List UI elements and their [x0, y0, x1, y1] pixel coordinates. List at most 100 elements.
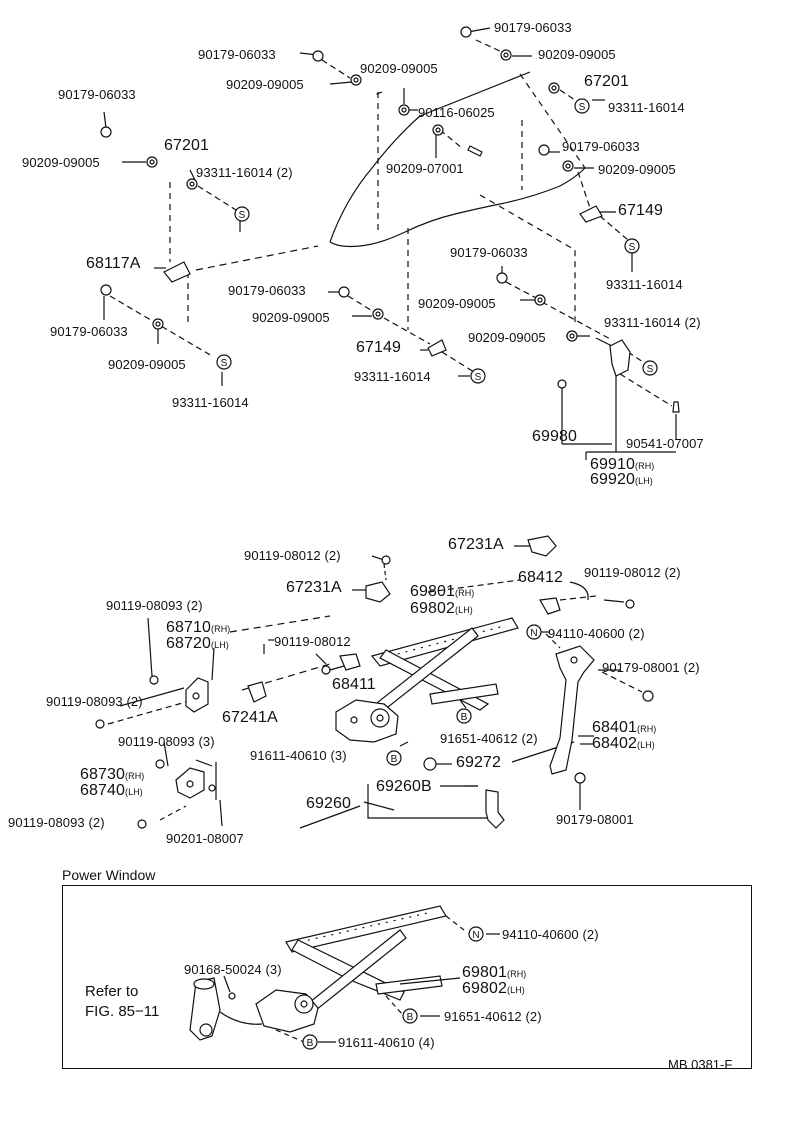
- label-90119-08012: 90119-08012: [274, 634, 351, 649]
- label-68740-lh: 68740(LH): [80, 782, 143, 799]
- label-90209-09005-h: 90209-09005: [468, 330, 546, 345]
- glass-channel-dashes: [169, 91, 576, 330]
- middle-marker-letters: N B B: [391, 628, 538, 765]
- label-90209-07001: 90209-07001: [386, 161, 464, 176]
- svg-text:S: S: [239, 210, 246, 221]
- manual-regulator: [95, 535, 654, 829]
- label-90119-08093-3: 90119-08093 (3): [118, 734, 215, 749]
- label-90119-08093-2-a: 90119-08093 (2): [106, 598, 203, 613]
- svg-text:S: S: [647, 364, 654, 375]
- label-90209-09005-e: 90209-09005: [598, 162, 676, 177]
- label-94110-40600-2-b: 94110-40600 (2): [502, 927, 599, 942]
- power-regulator: [189, 905, 447, 1041]
- label-93311-16014-2-a: 93311-16014 (2): [196, 165, 293, 180]
- label-90179-08001: 90179-08001: [556, 812, 634, 827]
- door-glass: [329, 71, 586, 248]
- label-94110-40600-2-a: 94110-40600 (2): [548, 626, 645, 641]
- label-93311-16014-c: 93311-16014: [354, 369, 431, 384]
- label-90209-09005-d: 90209-09005: [22, 155, 100, 170]
- label-68411: 68411: [332, 676, 376, 693]
- refer-line-2: FIG. 85−11: [85, 1003, 160, 1020]
- label-67149-a: 67149: [618, 202, 663, 219]
- label-93311-16014-b: 93311-16014: [606, 277, 683, 292]
- label-91651-40612-2-b: 91651-40612 (2): [444, 1009, 542, 1024]
- label-67241A: 67241A: [222, 709, 278, 726]
- leader-lines-bottom: [223, 915, 500, 1043]
- label-90179-06033-g: 90179-06033: [50, 324, 128, 339]
- svg-text:B: B: [307, 1038, 314, 1049]
- label-90168-50024-3: 90168-50024 (3): [184, 962, 282, 977]
- label-68412: 68412: [518, 569, 563, 586]
- label-91611-40610-4: 91611-40610 (4): [338, 1035, 435, 1050]
- label-67201-a: 67201: [584, 73, 629, 90]
- label-69801-rh: 69801(RH): [410, 583, 475, 600]
- label-90119-08012-2-a: 90119-08012 (2): [244, 548, 341, 563]
- label-90179-06033-e: 90179-06033: [450, 245, 528, 260]
- svg-text:B: B: [461, 712, 468, 723]
- label-90209-09005-b: 90209-09005: [360, 61, 438, 76]
- label-67149-b: 67149: [356, 339, 401, 356]
- label-90179-08001-2: 90179-08001 (2): [602, 660, 700, 675]
- bottom-circled-markers: [302, 926, 484, 1050]
- label-90209-09005-a: 90209-09005: [538, 47, 616, 62]
- label-67231A-b: 67231A: [286, 579, 342, 596]
- label-68117A: 68117A: [86, 255, 141, 272]
- label-69272: 69272: [456, 754, 501, 771]
- svg-text:N: N: [472, 930, 479, 941]
- label-69802-lh: 69802(LH): [410, 600, 473, 617]
- label-91611-40610-3: 91611-40610 (3): [250, 748, 347, 763]
- label-90179-06033-c: 90179-06033: [58, 87, 136, 102]
- svg-text:B: B: [407, 1012, 414, 1023]
- label-67201-b: 67201: [164, 137, 209, 154]
- label-90209-09005-f: 90209-09005: [418, 296, 496, 311]
- label-90179-06033-d: 90179-06033: [562, 139, 640, 154]
- power-window-title: Power Window: [62, 867, 156, 883]
- label-69260B: 69260B: [376, 778, 432, 795]
- refer-to-figure-note: Refer to FIG. 85−11: [85, 982, 159, 1022]
- leader-lines-middle: [107, 545, 643, 829]
- label-69920: 69920(LH): [590, 471, 653, 488]
- label-90541-07007: 90541-07007: [626, 436, 704, 451]
- label-67231A-a: 67231A: [448, 536, 504, 553]
- top-fasteners: [100, 26, 680, 413]
- label-68720-lh: 68720(LH): [166, 635, 229, 652]
- label-93311-16014-2-b: 93311-16014 (2): [604, 315, 701, 330]
- label-90209-09005-i: 90209-09005: [108, 357, 186, 372]
- label-68730-rh: 68730(RH): [80, 766, 145, 783]
- s-symbol-letters: S S S S S S: [221, 102, 654, 383]
- svg-text:S: S: [579, 102, 586, 113]
- label-90209-09005-c: 90209-09005: [226, 77, 304, 92]
- label-69910: 69910(RH): [590, 456, 655, 473]
- label-91651-40612-2-a: 91651-40612 (2): [440, 731, 538, 746]
- label-69980: 69980: [532, 428, 577, 445]
- label-68402-lh: 68402(LH): [592, 735, 655, 752]
- svg-text:B: B: [391, 754, 398, 765]
- label-68401-rh: 68401(RH): [592, 719, 657, 736]
- label-90179-06033-a: 90179-06033: [494, 20, 572, 35]
- middle-circled-markers: [386, 624, 542, 766]
- label-90201-08007: 90201-08007: [166, 831, 244, 846]
- label-93311-16014-a: 93311-16014: [608, 100, 685, 115]
- label-69802-lh-power: 69802(LH): [462, 980, 525, 997]
- figure-id: MB 0381-F: [668, 1057, 733, 1072]
- leader-lines-top: [103, 27, 677, 460]
- guide-clips: [163, 205, 631, 377]
- label-90116-06025: 90116-06025: [418, 105, 495, 120]
- svg-text:N: N: [530, 628, 537, 639]
- label-90119-08093-2-c: 90119-08093 (2): [8, 815, 105, 830]
- label-68710-rh: 68710(RH): [166, 619, 231, 636]
- svg-text:S: S: [221, 358, 228, 369]
- bottom-marker-letters: N B B: [307, 930, 480, 1049]
- label-90179-06033-b: 90179-06033: [198, 47, 276, 62]
- s-symbol-markers: [216, 98, 658, 384]
- label-93311-16014-d: 93311-16014: [172, 395, 249, 410]
- label-69260: 69260: [306, 795, 351, 812]
- refer-line-1: Refer to: [85, 983, 139, 1000]
- svg-text:S: S: [629, 242, 636, 253]
- label-90119-08093-2-b: 90119-08093 (2): [46, 694, 143, 709]
- label-90209-09005-g: 90209-09005: [252, 310, 330, 325]
- svg-text:S: S: [475, 372, 482, 383]
- label-69801-rh-power: 69801(RH): [462, 964, 527, 981]
- label-90179-06033-f: 90179-06033: [228, 283, 306, 298]
